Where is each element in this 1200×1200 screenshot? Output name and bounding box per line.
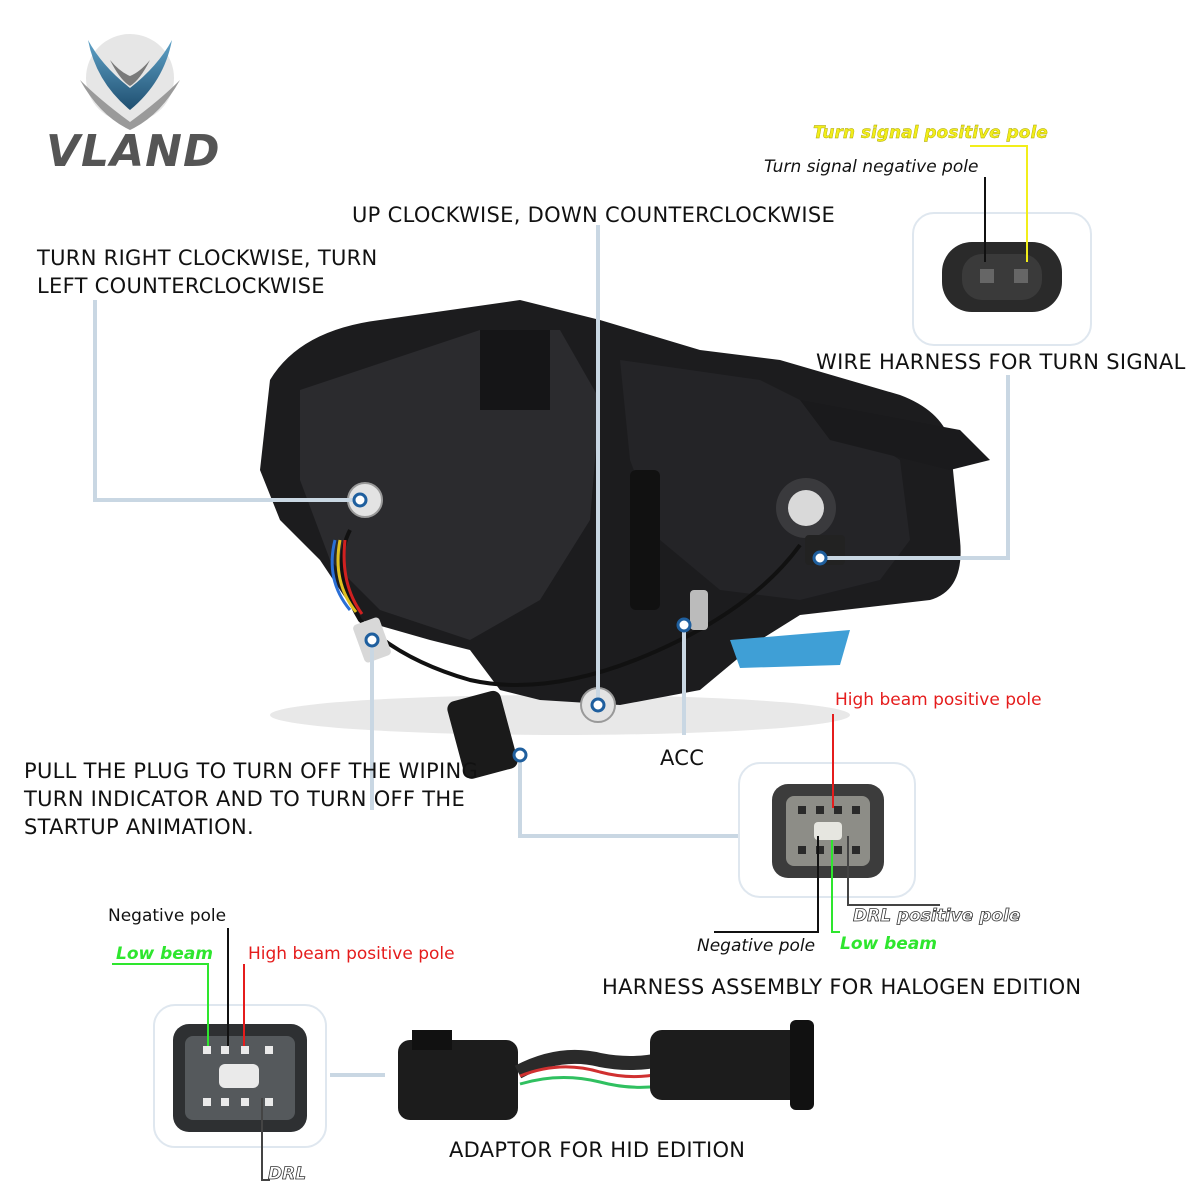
hid-high-beam-label: High beam positive pole [248, 944, 455, 964]
acc-label: ACC [660, 746, 705, 770]
hid-low-beam-label: Low beam [116, 944, 214, 964]
halogen-drl-label: DRL positive pole [853, 906, 1021, 927]
brand-logo: VLAND [40, 30, 220, 180]
brand-name: VLAND [46, 126, 221, 177]
hid-connector-card [153, 1004, 327, 1148]
turn-adjust-instruction: TURN RIGHT CLOCKWISE, TURN LEFT COUNTERC… [37, 246, 378, 298]
halogen-negative-label: Negative pole [697, 936, 816, 956]
turn-signal-negative-label: Turn signal negative pole [764, 157, 979, 177]
hid-negative-label: Negative pole [108, 906, 227, 926]
turn-signal-positive-label: Turn signal positive pole [813, 123, 1048, 143]
hid-drl-label: DRL [268, 1164, 307, 1185]
logo-emblem-icon [80, 34, 180, 130]
turn-signal-connector-card [912, 212, 1092, 346]
up-down-adjust-instruction: UP CLOCKWISE, DOWN COUNTERCLOCKWISE [352, 203, 836, 227]
pull-plug-instruction: PULL THE PLUG TO TURN OFF THE WIPING TUR… [24, 759, 479, 839]
halogen-harness-label: HARNESS ASSEMBLY FOR HALOGEN EDITION [602, 975, 1082, 999]
hid-connector-icon [173, 1024, 307, 1132]
hid-adaptor-label: ADAPTOR FOR HID EDITION [449, 1138, 746, 1162]
turn-signal-harness-label: WIRE HARNESS FOR TURN SIGNAL [816, 350, 1186, 374]
halogen-low-beam-label: Low beam [840, 934, 938, 954]
halogen-high-beam-label: High beam positive pole [835, 690, 1042, 710]
